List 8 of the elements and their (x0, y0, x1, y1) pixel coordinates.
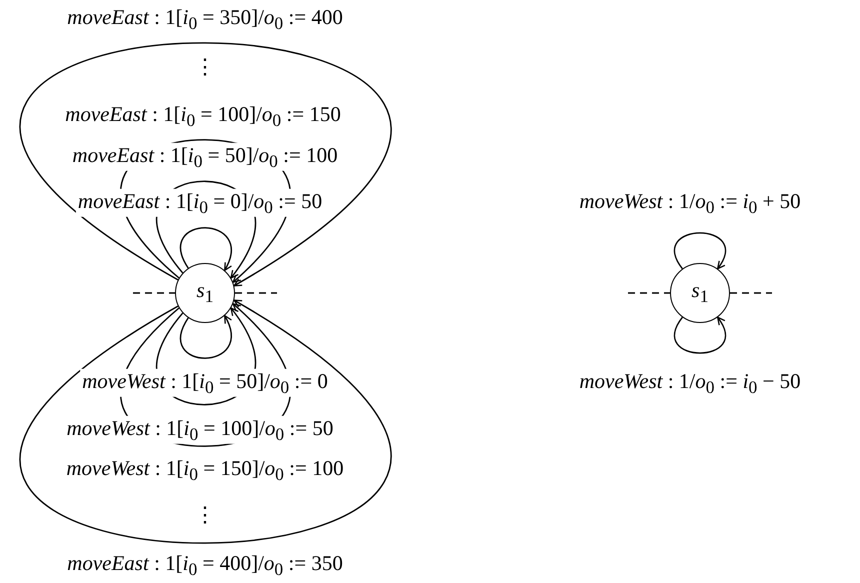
dashed-line (235, 292, 277, 294)
self-loop-arrow (674, 232, 726, 270)
state-label: s$_{1}$ (196, 278, 214, 308)
dashed-line (133, 292, 175, 294)
dashed-line (628, 292, 670, 294)
dashed-line (730, 292, 772, 294)
state-label: s$_{1}$ (692, 278, 708, 308)
self-loop-arrow (674, 316, 726, 354)
